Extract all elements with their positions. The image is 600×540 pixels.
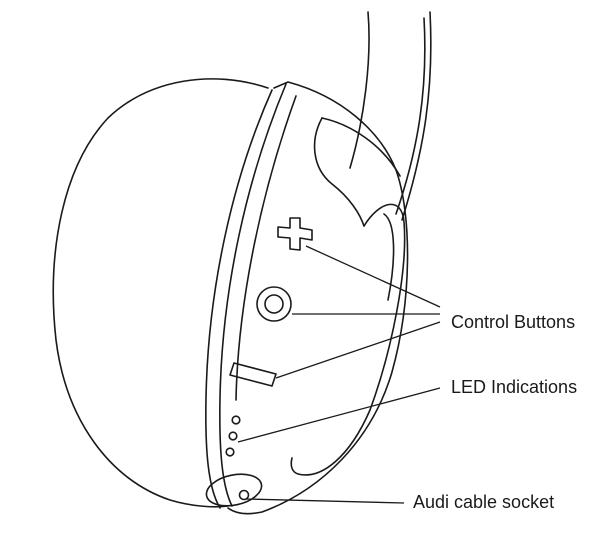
led-dot <box>228 431 238 441</box>
led-dot <box>231 415 241 425</box>
leader-lines <box>237 245 441 504</box>
power-button-icon[interactable] <box>256 286 292 322</box>
audio-cable-socket-label: Audi cable socket <box>413 492 554 512</box>
led-indicators <box>225 415 241 457</box>
plus-button-icon[interactable] <box>277 217 313 251</box>
led-dot <box>225 447 235 457</box>
led-indications-label: LED Indications <box>451 377 577 397</box>
audio-socket-icon[interactable] <box>203 470 264 511</box>
ear-cushion <box>52 78 269 508</box>
headband <box>349 11 432 221</box>
control-buttons-label: Control Buttons <box>451 312 575 332</box>
minus-button-icon[interactable] <box>229 362 277 387</box>
ear-cup <box>205 81 409 515</box>
